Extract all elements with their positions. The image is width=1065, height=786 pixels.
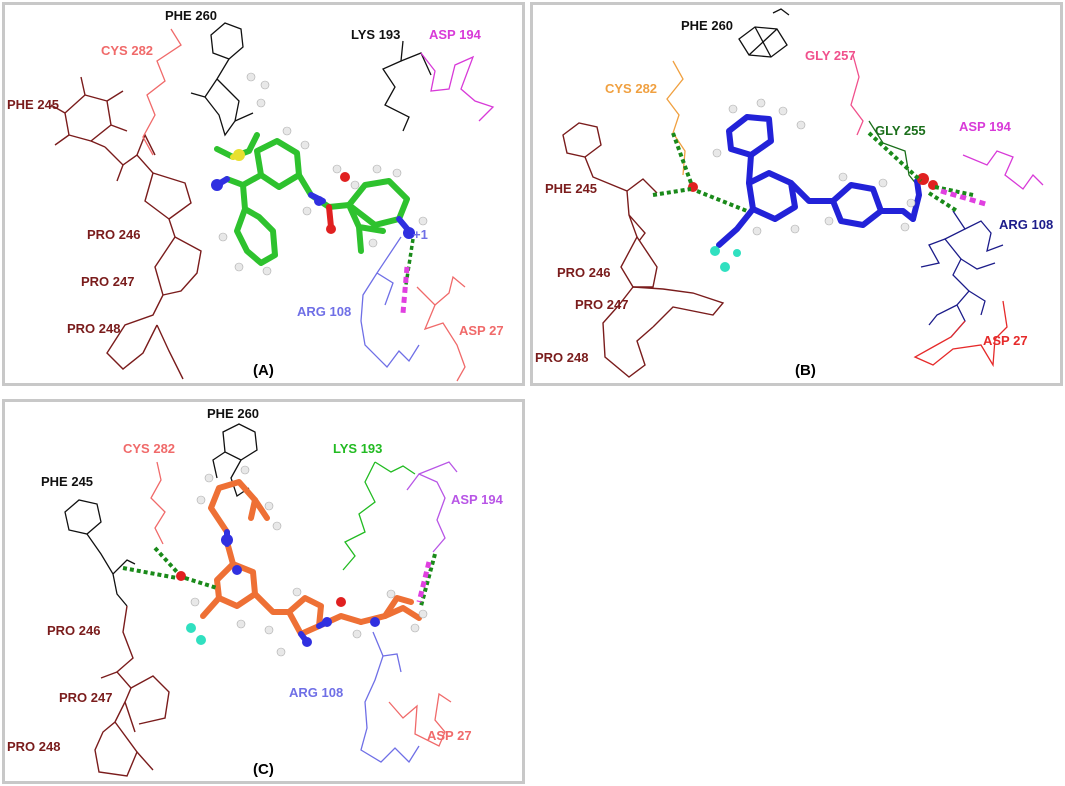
panel-a-hbond xyxy=(403,238,415,292)
panel-c-cys282-sidechain xyxy=(150,461,166,545)
panel-c-arg108-sidechain xyxy=(360,631,420,764)
panel-b-saltbridge xyxy=(940,188,990,208)
panel-b-ligand-atoms xyxy=(688,98,938,272)
panel-a-label-phe245: PHE 245 xyxy=(7,97,59,112)
panel-a-diagram: PHE 260 CYS 282 LYS 193 ASP 194 PHE 245 … xyxy=(7,8,504,382)
panel-b-arg108-sidechain xyxy=(920,210,1004,338)
panel-c-ligand xyxy=(200,479,422,645)
panel-c-maroon-residues xyxy=(94,605,170,777)
panel-a-label-cys282: CYS 282 xyxy=(101,43,153,58)
panel-a-label-phe260: PHE 260 xyxy=(165,8,217,23)
panel-b-phe260-sidechain xyxy=(738,8,790,58)
panel-a-charge: +1 xyxy=(413,227,428,242)
panel-a-label-asp194: ASP 194 xyxy=(429,27,482,42)
panel-b-label-cys282: CYS 282 xyxy=(605,81,657,96)
panel-a-label-arg108: ARG 108 xyxy=(297,304,351,319)
panel-a-asp27-sidechain xyxy=(416,286,466,382)
panel-c-saltbridge xyxy=(416,561,432,603)
panel-c-label-asp194: ASP 194 xyxy=(451,492,504,507)
panel-b-label-pro246: PRO 246 xyxy=(557,265,610,280)
panel-b-label-pro247: PRO 247 xyxy=(575,297,628,312)
panel-c-label-pro246: PRO 246 xyxy=(47,623,100,638)
panel-b-asp27-sidechain xyxy=(913,300,1008,368)
panel-c-label-phe245: PHE 245 xyxy=(41,474,93,489)
panel-c-label-pro247: PRO 247 xyxy=(59,690,112,705)
panel-c-phe260-sidechain xyxy=(212,423,258,498)
panel-a-label-pro246: PRO 246 xyxy=(87,227,140,242)
panel-a-cys282-sidechain xyxy=(142,28,182,156)
panel-a-saltbridge xyxy=(400,266,410,314)
panel-b-cys282-sidechain xyxy=(666,60,686,176)
panel-b-caption: (B) xyxy=(795,362,816,379)
panel-b-label-phe245: PHE 245 xyxy=(545,181,597,196)
panel-c-ligand-atoms xyxy=(176,465,428,657)
panel-b-label-pro248: PRO 248 xyxy=(535,350,588,365)
panel-b-asp194-sidechain xyxy=(962,150,1044,190)
panel-b-label-asp194: ASP 194 xyxy=(959,119,1012,134)
panel-c-label-phe260: PHE 260 xyxy=(207,406,259,421)
panel-c-phe245-sidechain xyxy=(64,499,136,607)
panel-c: PHE 260 CYS 282 LYS 193 PHE 245 ASP 194 … xyxy=(2,399,525,784)
panel-a-ligand xyxy=(214,132,412,266)
panel-c-label-lys193: LYS 193 xyxy=(333,441,382,456)
panel-c-asp27-sidechain xyxy=(388,692,452,747)
panel-a-phe260-sidechain xyxy=(190,22,254,137)
panel-b-diagram: PHE 260 GLY 257 CYS 282 GLY 255 ASP 194 … xyxy=(535,8,1053,379)
panel-a-label-pro248: PRO 248 xyxy=(67,321,120,336)
panel-a-label-lys193: LYS 193 xyxy=(351,27,400,42)
panel-b-label-gly255: GLY 255 xyxy=(875,123,926,138)
panel-c-lys193-sidechain xyxy=(342,461,376,571)
panel-c-diagram: PHE 260 CYS 282 LYS 193 PHE 245 ASP 194 … xyxy=(7,406,504,778)
panel-b-maroon-residues xyxy=(562,122,725,378)
panel-c-label-asp27: ASP 27 xyxy=(427,728,472,743)
panel-b: PHE 260 GLY 257 CYS 282 GLY 255 ASP 194 … xyxy=(530,2,1063,386)
panel-b-gly257-sidechain xyxy=(850,54,864,136)
panel-b-label-gly257: GLY 257 xyxy=(805,48,856,63)
panel-b-label-phe260: PHE 260 xyxy=(681,18,733,33)
panel-a-arg108-sidechain xyxy=(360,236,420,368)
panel-b-gly255-sidechain xyxy=(868,120,918,186)
panel-a-label-pro247: PRO 247 xyxy=(81,274,134,289)
panel-a-caption: (A) xyxy=(253,362,274,379)
panel-b-label-arg108: ARG 108 xyxy=(999,217,1053,232)
panel-c-label-arg108: ARG 108 xyxy=(289,685,343,700)
panel-a-label-asp27: ASP 27 xyxy=(459,323,504,338)
panel-b-ligand xyxy=(716,114,922,248)
panel-a-asp194-sidechain xyxy=(420,52,495,122)
panel-a: PHE 260 CYS 282 LYS 193 ASP 194 PHE 245 … xyxy=(2,2,525,386)
panel-c-caption: (C) xyxy=(253,761,274,778)
panel-c-hbonds xyxy=(122,546,437,607)
panel-a-ligand-atoms xyxy=(211,72,428,276)
panel-b-label-asp27: ASP 27 xyxy=(983,333,1028,348)
panel-c-asp194-sidechain xyxy=(406,473,446,553)
panel-c-label-cys282: CYS 282 xyxy=(123,441,175,456)
panel-b-hbonds xyxy=(652,131,974,213)
panel-c-label-pro248: PRO 248 xyxy=(7,739,60,754)
panel-a-lys193-sidechain xyxy=(382,40,410,132)
panel-a-maroon-residues xyxy=(50,76,202,380)
